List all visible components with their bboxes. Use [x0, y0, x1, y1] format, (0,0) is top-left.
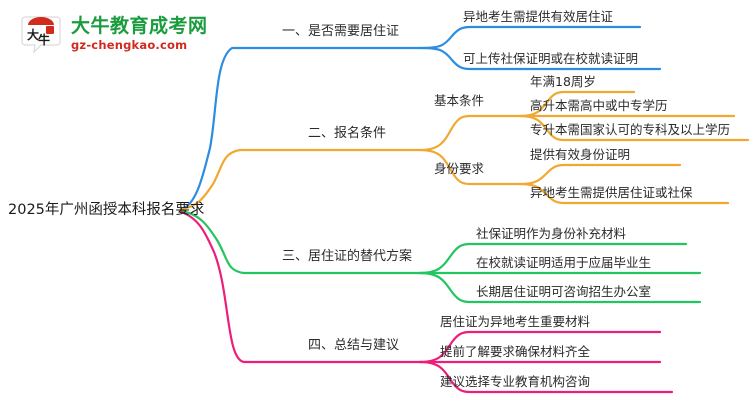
sub-node-2-1[interactable]: 基本条件	[434, 93, 485, 108]
leaf-node-3-1[interactable]: 社保证明作为身份补充材料	[476, 226, 627, 241]
leaf-node-2-2-2[interactable]: 异地考生需提供居住证或社保	[530, 185, 693, 200]
site-logo: 大 牛 大牛教育成考网 gz-chengkao.com	[18, 8, 208, 60]
leaf-node-2-1-2[interactable]: 高升本需高中或中专学历	[530, 98, 668, 113]
root-node[interactable]: 2025年广州函授本科报名要求	[8, 201, 205, 218]
svg-text:大: 大	[27, 27, 39, 42]
logo-title: 大牛教育成考网	[71, 14, 208, 37]
leaf-node-1-2[interactable]: 可上传社保证明或在校就读证明	[463, 51, 639, 66]
leaf-node-2-1-1[interactable]: 年满18周岁	[530, 74, 596, 89]
leaf-node-2-2-1[interactable]: 提供有效身份证明	[530, 147, 631, 162]
svg-text:牛: 牛	[38, 32, 50, 47]
leaf-node-3-3[interactable]: 长期居住证明可咨询招生办公室	[476, 284, 652, 299]
link-group2-leaf1	[518, 163, 682, 186]
leaf-node-2-1-3[interactable]: 专升本需国家认可的专科及以上学历	[530, 122, 731, 137]
leaf-node-4-1[interactable]: 居住证为异地考生重要材料	[440, 314, 591, 329]
branch-node-2[interactable]: 二、报名条件	[308, 126, 387, 141]
branch-node-1[interactable]: 一、是否需要居住证	[282, 24, 400, 39]
link-branch1-leaf1	[418, 25, 642, 50]
logo-url: gz-chengkao.com	[71, 37, 188, 52]
leaf-node-3-2[interactable]: 在校就读证明适用于应届毕业生	[476, 255, 652, 270]
leaf-node-4-3[interactable]: 建议选择专业教育机构咨询	[440, 374, 591, 389]
branch-node-4[interactable]: 四、总结与建议	[308, 338, 400, 353]
niu-logo-icon: 大 牛	[18, 11, 64, 57]
sub-node-2-2[interactable]: 身份要求	[434, 161, 485, 176]
link-root-branch2	[179, 148, 422, 211]
leaf-node-1-1[interactable]: 异地考生需提供有效居住证	[463, 9, 614, 24]
branch-node-3[interactable]: 三、居住证的替代方案	[282, 249, 413, 264]
logo-text-block: 大牛教育成考网 gz-chengkao.com	[71, 14, 208, 52]
link-branch2-group1	[418, 114, 522, 152]
leaf-node-4-2[interactable]: 提前了解要求确保材料齐全	[440, 344, 591, 359]
